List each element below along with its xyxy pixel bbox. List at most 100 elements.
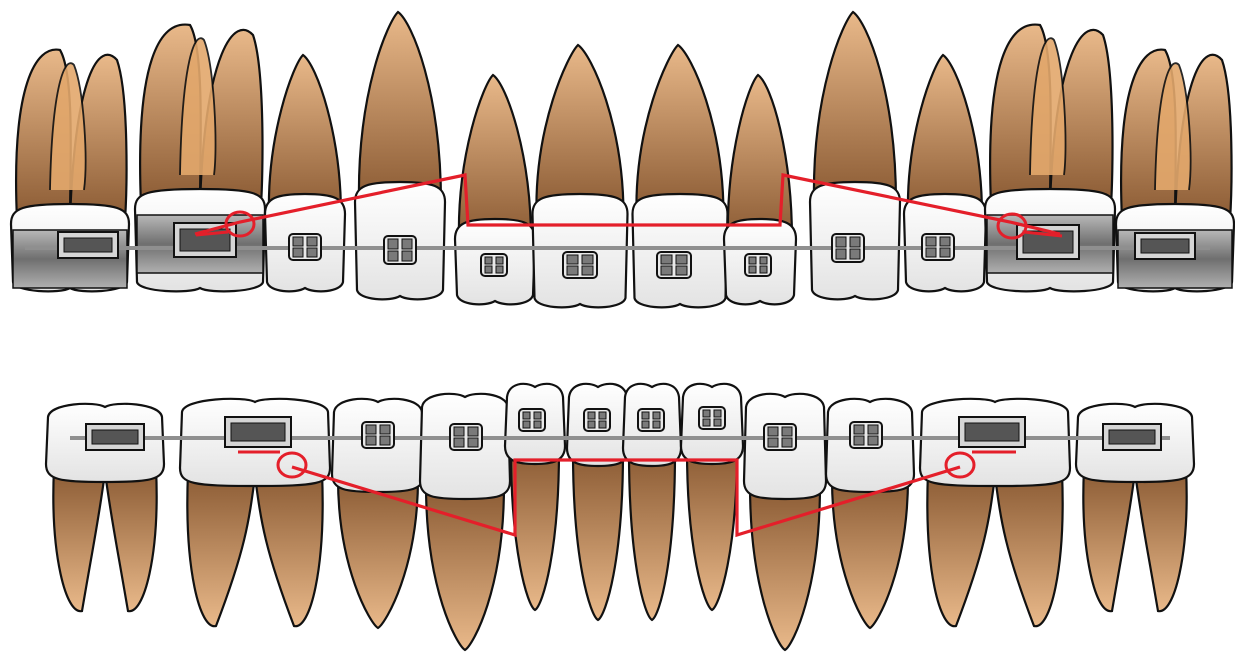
upper-crown — [533, 194, 628, 307]
lower-root — [255, 472, 323, 626]
bracket-wing — [703, 410, 710, 417]
upper-root — [536, 45, 623, 215]
bracket-wing — [523, 412, 530, 419]
bracket-wing — [496, 257, 503, 264]
bracket-wing — [567, 255, 578, 264]
bracket-wing — [366, 425, 376, 434]
bracket-wing — [926, 237, 936, 246]
lower-root — [53, 468, 105, 611]
bracket-wing — [642, 421, 649, 428]
bracket-wing — [768, 427, 778, 436]
bracket-wing — [782, 438, 792, 447]
bracket-wing — [703, 419, 710, 426]
lower-root — [105, 468, 157, 611]
bracket-wing — [534, 421, 541, 428]
upper-root — [459, 75, 531, 240]
lower-root — [511, 450, 559, 610]
lower-root — [995, 472, 1063, 626]
bracket-wing — [582, 266, 593, 275]
molar-tube — [58, 232, 118, 258]
lower-root — [187, 472, 255, 626]
bracket-wing — [485, 266, 492, 273]
molar-tube-slot — [64, 238, 112, 252]
bracket-wing — [380, 436, 390, 445]
bracket-wing — [380, 425, 390, 434]
bracket-wing — [523, 421, 530, 428]
bracket-wing — [388, 251, 398, 261]
bracket-wing — [782, 427, 792, 436]
molar-tube — [1103, 424, 1161, 450]
bracket-wing — [454, 427, 464, 436]
bracket-wing — [940, 248, 950, 257]
upper-root — [728, 75, 792, 240]
bracket-wing — [940, 237, 950, 246]
bracket-wing — [485, 257, 492, 264]
bracket-wing — [642, 412, 649, 419]
bracket-wing — [836, 249, 846, 259]
bracket-wing — [926, 248, 936, 257]
molar-tube-slot — [231, 423, 285, 441]
bracket-wing — [599, 421, 606, 428]
bracket-wing — [588, 421, 595, 428]
bracket-wing — [454, 438, 464, 447]
bracket-wing — [760, 266, 767, 273]
bracket — [563, 252, 597, 278]
bracket-wing — [768, 438, 778, 447]
bracket-wing — [661, 255, 672, 264]
bracket-wing — [850, 237, 860, 247]
bracket-wing — [854, 425, 864, 434]
lower-root — [629, 452, 675, 620]
bracket-wing — [599, 412, 606, 419]
molar-tube-slot — [1141, 239, 1189, 253]
bracket-wing — [661, 266, 672, 275]
bracket-wing — [496, 266, 503, 273]
molar-tube-slot — [965, 423, 1019, 441]
lower-root — [687, 450, 737, 610]
bracket-wing — [468, 427, 478, 436]
bracket-wing — [307, 248, 317, 257]
bracket-wing — [676, 255, 687, 264]
bracket-wing — [388, 239, 398, 249]
bracket — [832, 234, 864, 262]
lower-root — [927, 472, 995, 626]
bracket — [519, 409, 545, 431]
bracket-wing — [307, 237, 317, 246]
molar-tube — [959, 417, 1025, 447]
upper-root — [269, 55, 341, 215]
bracket — [584, 409, 610, 431]
molar-tube-slot — [1109, 430, 1155, 444]
bracket — [657, 252, 691, 278]
bracket-wing — [293, 248, 303, 257]
bracket-wing — [402, 239, 412, 249]
bracket-wing — [836, 237, 846, 247]
upper-crown — [633, 194, 728, 307]
bracket-wing — [582, 255, 593, 264]
bracket-wing — [676, 266, 687, 275]
bracket — [362, 422, 394, 448]
bracket-wing — [468, 438, 478, 447]
bracket-wing — [868, 436, 878, 445]
bracket-wing — [714, 410, 721, 417]
upper-root — [359, 12, 441, 203]
molar-tube-slot — [92, 430, 138, 444]
lower-root — [832, 478, 908, 628]
lower-root — [1083, 468, 1135, 611]
bracket-wing — [749, 257, 756, 264]
bracket — [289, 234, 321, 260]
bracket-wing — [868, 425, 878, 434]
bracket — [764, 424, 796, 450]
bracket-wing — [567, 266, 578, 275]
bracket-wing — [402, 251, 412, 261]
bracket — [384, 236, 416, 264]
bracket-wing — [854, 436, 864, 445]
bracket — [450, 424, 482, 450]
bracket-wing — [653, 421, 660, 428]
bracket — [745, 254, 771, 276]
bracket-wing — [850, 249, 860, 259]
molar-tube — [86, 424, 144, 450]
bracket-wing — [293, 237, 303, 246]
lower-root — [426, 485, 504, 650]
lower-root — [1135, 468, 1187, 611]
